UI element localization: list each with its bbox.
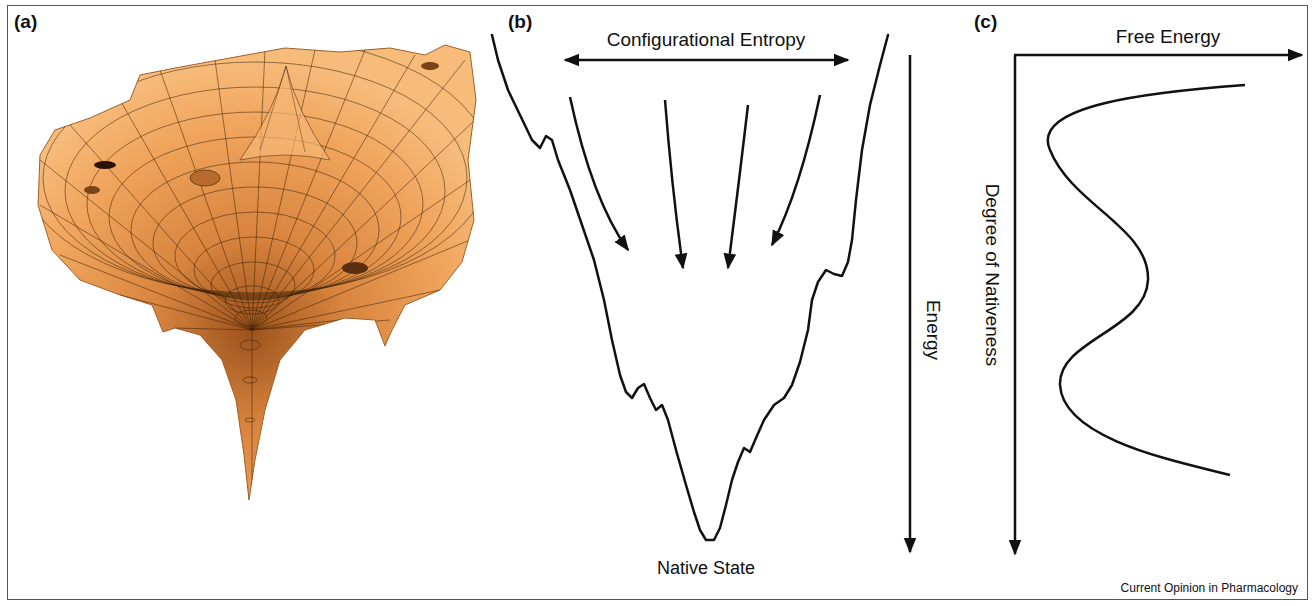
axis-label: Energy [922,300,944,360]
axis-label: Free Energy [1116,26,1221,48]
landscape-peak [240,66,330,160]
folding-arrows [570,95,820,268]
landscape-hole [342,262,368,274]
axis-label: Configurational Entropy [607,29,806,51]
state-label: Native State [657,558,755,579]
panel-letter: (b) [508,11,532,33]
funnel-profile [492,35,888,540]
landscape-hole [84,186,100,194]
landscape-hole [421,62,439,70]
axis-label: Degree of Nativeness [981,184,1003,367]
energy-landscape-3d [20,37,490,500]
nativeness-axis [1014,55,1017,554]
figure-frame [8,6,1308,600]
landscape-hole [94,161,116,169]
panel-letter: (a) [14,11,37,33]
free-energy-curve [1048,85,1245,475]
entropy-arrow [565,59,848,62]
landscape-hole [190,170,220,186]
energy-axis-arrow [909,55,912,552]
panel-letter: (c) [974,11,997,33]
journal-credit: Current Opinion in Pharmacology [1121,582,1298,596]
free-energy-axis [1014,54,1302,57]
